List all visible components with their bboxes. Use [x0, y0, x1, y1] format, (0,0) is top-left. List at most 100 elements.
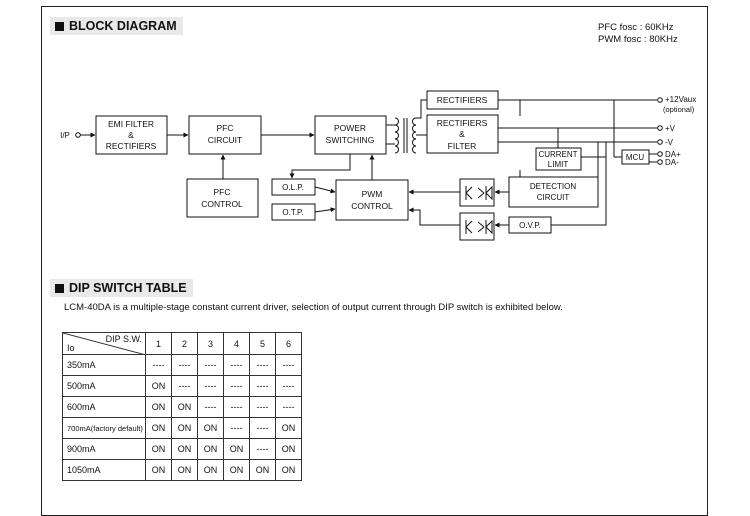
emi-line3: RECTIFIERS: [106, 141, 157, 151]
dip-switch-table: DIP S.W. Io 1 2 3 4 5 6 350mA ---- ---- …: [62, 332, 302, 481]
power-switching-line1: POWER: [334, 123, 366, 133]
table-cell: ON: [275, 459, 302, 481]
pfc-control-line2: CONTROL: [201, 199, 243, 209]
table-row: 350mA ---- ---- ---- ---- ---- ----: [62, 354, 302, 376]
detection-line2: CIRCUIT: [537, 193, 570, 202]
table-row: 900mA ON ON ON ON ---- ON: [62, 438, 302, 460]
current-limit-line2: LIMIT: [548, 160, 569, 169]
table-cell: ----: [171, 375, 198, 397]
row-io: 350mA: [62, 354, 146, 376]
table-row: 600mA ON ON ---- ---- ---- ----: [62, 396, 302, 418]
table-cell: ----: [223, 354, 250, 376]
rect-filter-line3: FILTER: [448, 141, 477, 151]
table-cell: ----: [223, 396, 250, 418]
table-cell: ----: [249, 354, 276, 376]
column-header: 5: [249, 332, 276, 355]
diagonal-divider: [63, 333, 146, 355]
table-cell: ON: [197, 417, 224, 439]
column-header: 1: [145, 332, 172, 355]
table-cell: ON: [249, 459, 276, 481]
header-dip-sw: DIP S.W.: [105, 334, 142, 344]
output-da-pos: DA+: [665, 150, 681, 159]
row-io: 600mA: [62, 396, 146, 418]
table-cell: ----: [249, 375, 276, 397]
pfc-control-line1: PFC: [214, 187, 231, 197]
table-cell: ON: [145, 417, 172, 439]
table-cell: ----: [249, 417, 276, 439]
column-header: 4: [223, 332, 250, 355]
table-cell: ON: [275, 438, 302, 460]
output-neg: -V: [665, 138, 674, 147]
table-row: 1050mA ON ON ON ON ON ON: [62, 459, 302, 481]
dip-table-heading: DIP SWITCH TABLE: [50, 279, 193, 297]
current-limit-line1: CURRENT: [538, 150, 577, 159]
header-io: Io: [67, 343, 75, 353]
emi-line2: &: [128, 130, 134, 140]
table-cell: ON: [145, 438, 172, 460]
table-cell: ----: [275, 375, 302, 397]
table-cell: ----: [223, 417, 250, 439]
column-header: 3: [197, 332, 224, 355]
output-da-neg: DA-: [665, 158, 679, 167]
pwm-control-line1: PWM: [362, 189, 383, 199]
dip-description: LCM-40DA is a multiple-stage constant cu…: [64, 302, 563, 313]
table-header-row: DIP S.W. Io 1 2 3 4 5 6: [62, 332, 302, 355]
table-cell: ON: [171, 438, 198, 460]
output-aux-note: (optional): [663, 105, 695, 114]
table-cell: ----: [275, 354, 302, 376]
pfc-fosc-note: PFC fosc : 60KHz: [598, 22, 674, 33]
row-io: 700mA(factory default): [62, 417, 146, 439]
table-cell: ON: [145, 375, 172, 397]
table-cell: ON: [223, 459, 250, 481]
table-cell: ON: [197, 459, 224, 481]
block-diagram: I/P EMI FILTER & RECTIFIERS PFC CIRCUIT …: [60, 90, 696, 241]
table-cell: ----: [223, 375, 250, 397]
detection-line1: DETECTION: [530, 182, 576, 191]
table-cell: ON: [145, 396, 172, 418]
table-cell: ----: [197, 396, 224, 418]
table-row: 700mA(factory default) ON ON ON ---- ---…: [62, 417, 302, 439]
otp-label: O.T.P.: [282, 208, 303, 217]
row-io: 1050mA: [62, 459, 146, 481]
row-io: 500mA: [62, 375, 146, 397]
input-label: I/P: [60, 131, 70, 140]
pwm-control-line2: CONTROL: [351, 201, 393, 211]
heading-square-icon: [55, 283, 64, 293]
table-row: 500mA ON ---- ---- ---- ---- ----: [62, 375, 302, 397]
row-io: 900mA: [62, 438, 146, 460]
rect-filter-line2: &: [459, 129, 465, 139]
table-cell: ----: [197, 375, 224, 397]
ovp-label: O.V.P.: [519, 221, 541, 230]
table-corner-cell: DIP S.W. Io: [62, 332, 146, 355]
column-header: 2: [171, 332, 198, 355]
table-cell: ----: [249, 438, 276, 460]
emi-line1: EMI FILTER: [108, 119, 154, 129]
table-cell: ----: [275, 396, 302, 418]
output-pos: +V: [665, 124, 676, 133]
table-cell: ON: [223, 438, 250, 460]
table-cell: ----: [145, 354, 172, 376]
table-cell: ----: [197, 354, 224, 376]
column-header: 6: [275, 332, 302, 355]
power-switching-line2: SWITCHING: [326, 135, 375, 145]
output-aux: +12Vaux: [665, 95, 696, 104]
freq-notes: PFC fosc : 60KHz PWM fosc : 80KHz: [598, 22, 678, 46]
dip-table-title: DIP SWITCH TABLE: [69, 281, 187, 295]
block-diagram-title: BLOCK DIAGRAM: [69, 19, 177, 33]
rect-filter-line1: RECTIFIERS: [437, 118, 488, 128]
table-cell: ON: [275, 417, 302, 439]
olp-label: O.L.P.: [282, 183, 304, 192]
table-cell: ON: [171, 459, 198, 481]
pfc-circuit-line1: PFC: [217, 123, 234, 133]
table-cell: ----: [249, 396, 276, 418]
table-cell: ON: [197, 438, 224, 460]
table-cell: ON: [171, 417, 198, 439]
pfc-circuit-line2: CIRCUIT: [208, 135, 242, 145]
mcu-label: MCU: [626, 153, 644, 162]
block-diagram-heading: BLOCK DIAGRAM: [50, 17, 183, 35]
table-cell: ----: [171, 354, 198, 376]
pwm-fosc-note: PWM fosc : 80KHz: [598, 34, 678, 45]
table-cell: ON: [171, 396, 198, 418]
table-cell: ON: [145, 459, 172, 481]
rectifiers-aux: RECTIFIERS: [437, 95, 488, 105]
